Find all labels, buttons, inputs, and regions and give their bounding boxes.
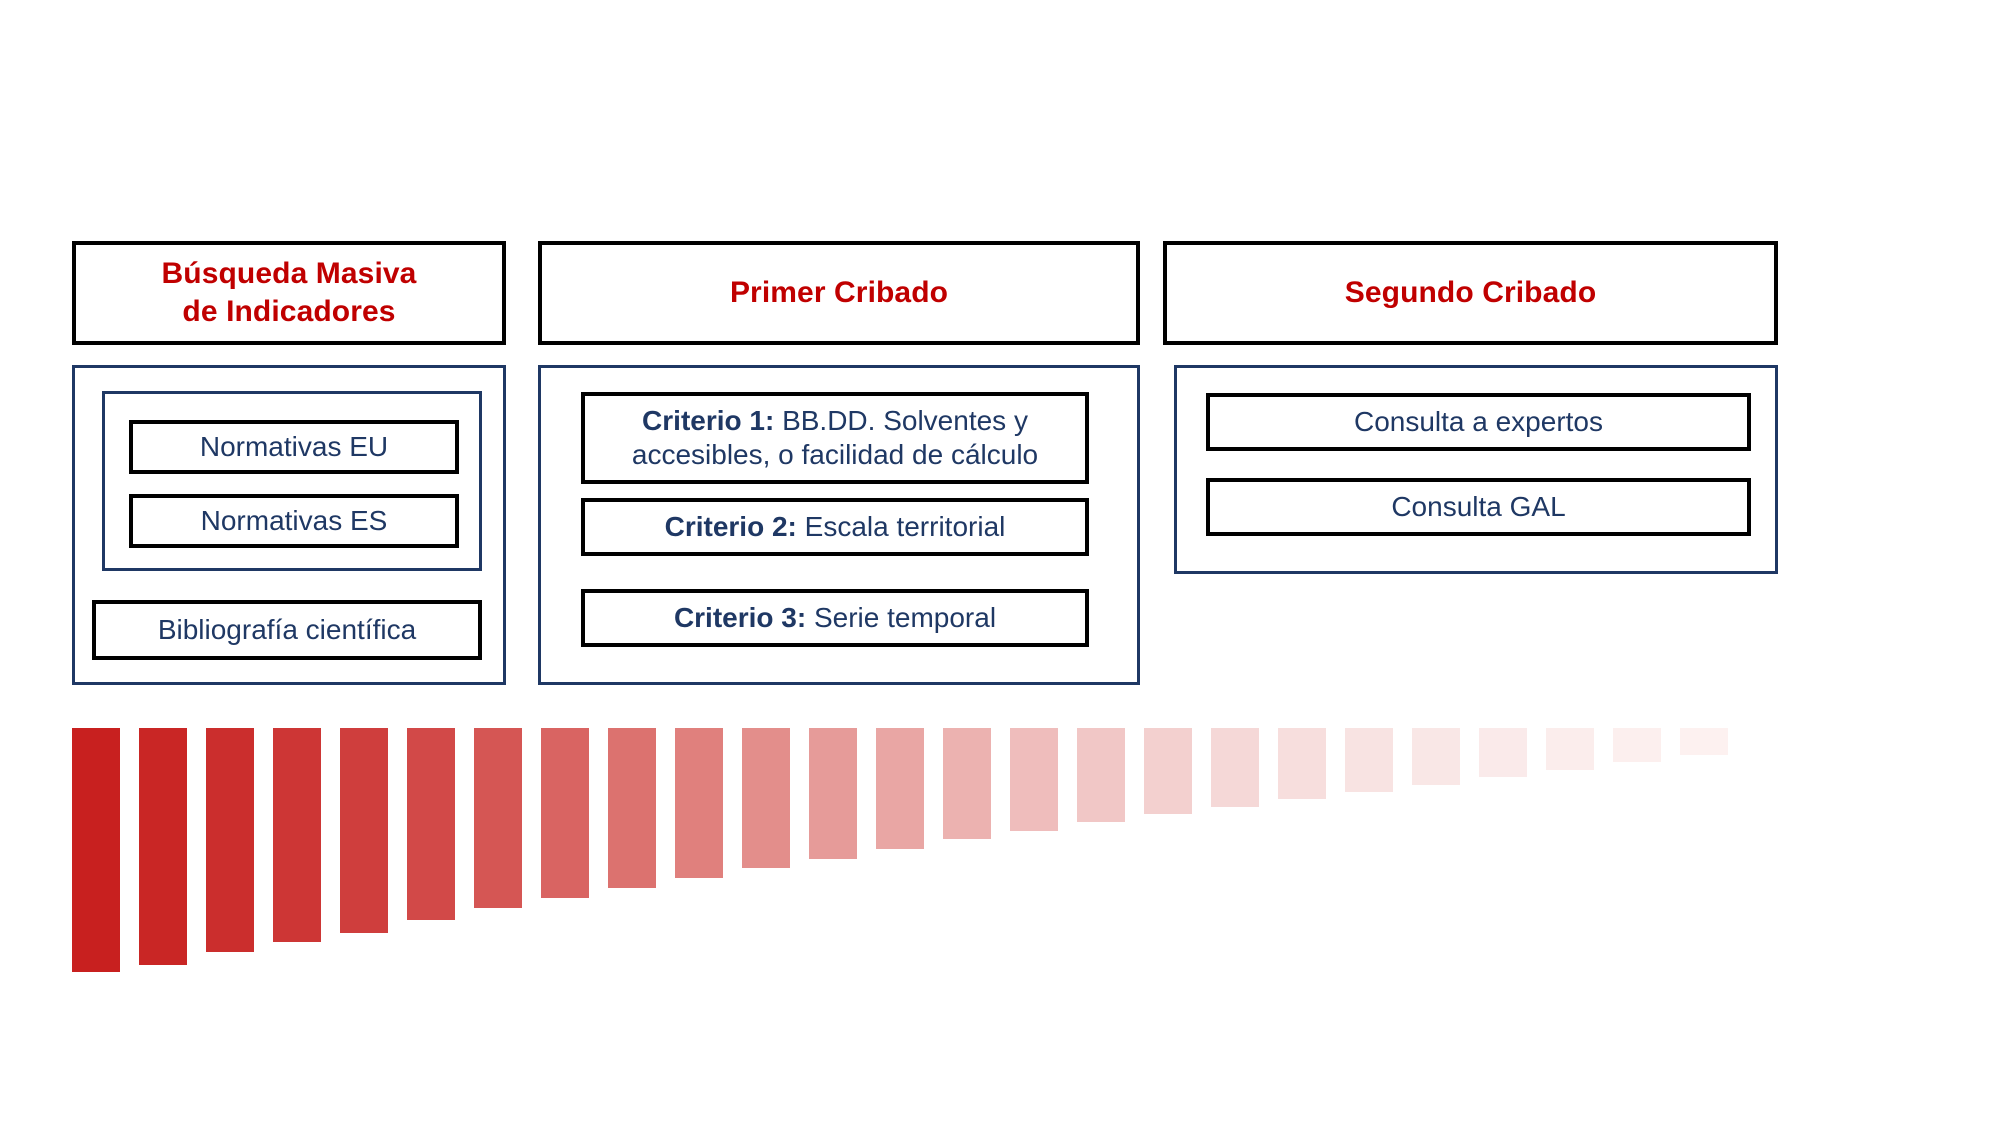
- stage-title: Segundo Cribado: [1344, 275, 1597, 309]
- item-normativas-es[interactable]: Normativas ES: [129, 494, 459, 548]
- funnel-bar: [407, 728, 455, 921]
- stage-header-segundo-cribado: Segundo Cribado: [1163, 241, 1778, 345]
- item-text: Criterio 3: Serie temporal: [674, 601, 996, 635]
- funnel-bar: [943, 728, 991, 839]
- funnel-bar: [1010, 728, 1058, 832]
- item-text: Criterio 1: BB.DD. Solventes y accesible…: [595, 404, 1075, 472]
- item-criterio-2[interactable]: Criterio 2: Escala territorial: [581, 498, 1089, 556]
- item-normativas-eu[interactable]: Normativas EU: [129, 420, 459, 474]
- stage-title: Primer Cribado: [729, 275, 949, 309]
- stage-title-line-2: de Indicadores: [182, 295, 396, 328]
- funnel-bar: [1345, 728, 1393, 792]
- funnel-bar: [139, 728, 187, 965]
- funnel-bar: [1278, 728, 1326, 800]
- item-strong: Criterio 1:: [642, 404, 775, 436]
- item-criterio-3[interactable]: Criterio 3: Serie temporal: [581, 589, 1089, 647]
- item-strong: Criterio 3:: [673, 601, 807, 633]
- funnel-bar: [1211, 728, 1259, 807]
- item-label: Bibliografía científica: [157, 613, 417, 645]
- funnel-bar: [608, 728, 656, 889]
- stage-title-line-1: Búsqueda Masiva: [161, 256, 417, 290]
- funnel-bar: [675, 728, 723, 879]
- stage-header-primer-cribado: Primer Cribado: [538, 241, 1140, 345]
- funnel-bar: [1479, 728, 1527, 778]
- funnel-bar: [1077, 728, 1125, 822]
- subgroup-normativas: Normativas EU Normativas ES: [102, 391, 482, 571]
- funnel-bar: [206, 728, 254, 953]
- item-bibliografia-cientifica[interactable]: Bibliografía científica: [92, 600, 482, 660]
- item-consulta-a-expertos[interactable]: Consulta a expertos: [1206, 393, 1751, 451]
- funnel-bar: [474, 728, 522, 908]
- item-rest: Escala territorial: [796, 510, 1006, 542]
- stage-body-primer-cribado: Criterio 1: BB.DD. Solventes y accesible…: [538, 365, 1140, 685]
- funnel-bar: [1613, 728, 1661, 763]
- funnel-bar: [1546, 728, 1594, 770]
- item-rest: Serie temporal: [806, 601, 997, 633]
- funnel-bar: [72, 728, 120, 972]
- funnel-bar: [1412, 728, 1460, 785]
- funnel-bar: [742, 728, 790, 869]
- stage-body-segundo-cribado: Consulta a expertos Consulta GAL: [1174, 365, 1778, 574]
- item-label: Normativas ES: [200, 504, 388, 536]
- funnel-bar: [340, 728, 388, 933]
- funnel-bar: [1144, 728, 1192, 815]
- item-strong: Criterio 2:: [664, 510, 797, 542]
- funnel-bar: [1680, 728, 1728, 755]
- funnel-bar: [809, 728, 857, 859]
- item-criterio-1[interactable]: Criterio 1: BB.DD. Solventes y accesible…: [581, 392, 1089, 484]
- item-text: Criterio 2: Escala territorial: [665, 510, 1006, 544]
- funnel-bar: [541, 728, 589, 899]
- item-label: Consulta GAL: [1391, 490, 1566, 522]
- item-label: Normativas EU: [199, 430, 389, 462]
- funnel-bar: [876, 728, 924, 849]
- stage-body-busqueda-masiva: Normativas EU Normativas ES Bibliografía…: [72, 365, 506, 685]
- item-label: Consulta a expertos: [1353, 405, 1604, 437]
- stage-header-busqueda-masiva: Búsqueda Masiva de Indicadores: [72, 241, 506, 345]
- funnel-bar: [273, 728, 321, 943]
- item-consulta-gal[interactable]: Consulta GAL: [1206, 478, 1751, 536]
- item-rest: BB.DD. Solventes y accesibles, o facilid…: [631, 404, 1039, 470]
